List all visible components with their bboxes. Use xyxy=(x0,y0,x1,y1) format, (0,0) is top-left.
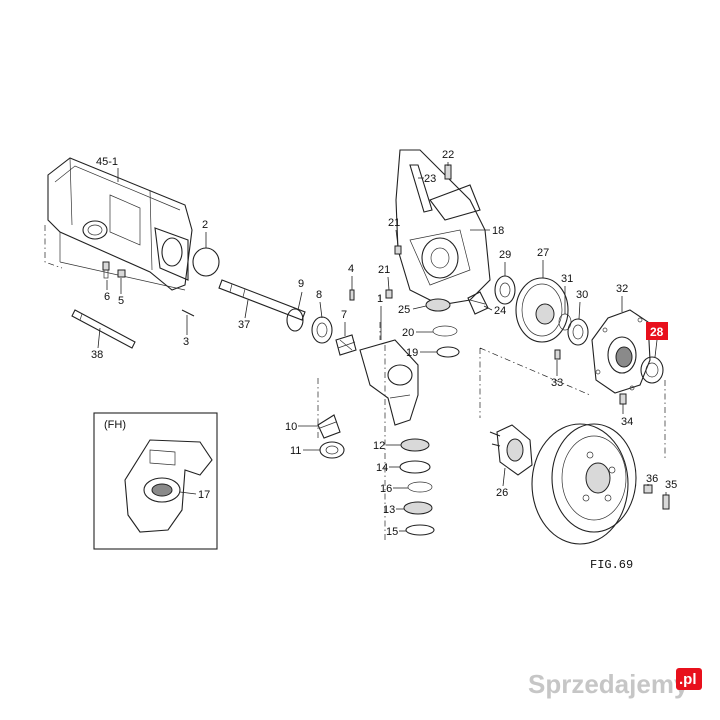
axle-housing-45-1 xyxy=(44,157,193,291)
label-12: 12 xyxy=(373,440,385,452)
snap-ring-31 xyxy=(558,313,572,331)
label-3: 3 xyxy=(183,336,189,348)
label-16: 16 xyxy=(380,483,392,495)
bolt-21-lower xyxy=(385,289,393,299)
label-37: 37 xyxy=(238,319,250,331)
o-ring-2 xyxy=(192,247,220,277)
label-10: 10 xyxy=(285,421,297,433)
shaft-37 xyxy=(218,279,306,321)
label-20: 20 xyxy=(402,327,414,339)
label-34: 34 xyxy=(621,416,633,428)
seal-14 xyxy=(399,460,431,474)
pin-3 xyxy=(181,309,195,317)
label-28: 28 xyxy=(650,325,664,339)
label-31: 31 xyxy=(561,273,573,285)
label-8: 8 xyxy=(316,289,322,301)
wheel-hub-26 xyxy=(489,424,533,476)
bolt-35 xyxy=(662,494,670,510)
label-33: 33 xyxy=(551,377,563,389)
bearing-29 xyxy=(494,275,516,305)
highlight-badge-28: 28 xyxy=(646,322,668,358)
label-18: 18 xyxy=(492,225,504,237)
bearing-13 xyxy=(403,501,433,515)
label-30: 30 xyxy=(576,289,588,301)
figure-label: FIG.69 xyxy=(590,558,633,572)
label-24: 24 xyxy=(494,305,506,317)
label-2: 2 xyxy=(202,219,208,231)
oil-seal-28 xyxy=(640,356,664,384)
bolt-22 xyxy=(444,164,452,180)
bevel-gear-7 xyxy=(335,334,357,356)
label-45-1: 45-1 xyxy=(96,156,118,168)
label-1: 1 xyxy=(377,293,383,305)
label-29: 29 xyxy=(499,249,511,261)
seal-15 xyxy=(405,524,435,536)
label-23: 23 xyxy=(424,173,436,185)
gear-case-18 xyxy=(379,149,491,540)
label-5: 5 xyxy=(118,295,124,307)
nut-5 xyxy=(117,269,126,278)
inset-label: (FH) xyxy=(104,419,126,431)
kingpin-housing-1 xyxy=(317,322,419,440)
inset-panel xyxy=(93,412,218,550)
pin-4 xyxy=(349,289,355,301)
label-27: 27 xyxy=(537,247,549,259)
label-36: 36 xyxy=(646,473,658,485)
bolt-21-upper xyxy=(394,245,402,255)
bearing-12 xyxy=(400,438,430,452)
bearing-30 xyxy=(567,318,589,346)
label-21-lower: 21 xyxy=(378,264,390,276)
label-13: 13 xyxy=(383,504,395,516)
label-35: 35 xyxy=(665,479,677,491)
label-7: 7 xyxy=(341,309,347,321)
label-15: 15 xyxy=(386,526,398,538)
label-26: 26 xyxy=(496,487,508,499)
ring-gear-27 xyxy=(515,277,569,343)
ring-19 xyxy=(436,346,460,358)
watermark-text: Sprzedajemy xyxy=(528,669,689,699)
label-32: 32 xyxy=(616,283,628,295)
snap-ring-16 xyxy=(407,481,433,493)
bearing-25 xyxy=(425,298,451,312)
label-6: 6 xyxy=(104,291,110,303)
part-labels: 45-1 2 6 5 3 37 38 9 8 4 7 1 10 11 12 14… xyxy=(91,149,677,538)
bevel-gear-10 xyxy=(317,414,341,439)
label-25: 25 xyxy=(398,304,410,316)
label-21-upper: 21 xyxy=(388,217,400,229)
nut-36 xyxy=(643,484,653,494)
label-4: 4 xyxy=(348,263,354,275)
watermark-logo: Sprzedajemy .pl xyxy=(528,668,702,699)
label-38: 38 xyxy=(91,349,103,361)
bearing-11 xyxy=(319,441,345,459)
snap-ring-9 xyxy=(286,308,304,332)
wheel-rim xyxy=(531,423,637,545)
pin-33 xyxy=(554,349,561,360)
final-cover-32 xyxy=(591,309,651,394)
washer-20 xyxy=(432,325,458,337)
bolt-6 xyxy=(102,261,110,279)
label-14: 14 xyxy=(376,462,388,474)
label-17: 17 xyxy=(198,489,210,501)
bearing-8 xyxy=(311,316,333,344)
label-19: 19 xyxy=(406,347,418,359)
shaft-23 xyxy=(409,164,433,213)
shaft-38 xyxy=(71,309,136,349)
label-9: 9 xyxy=(298,278,304,290)
label-22: 22 xyxy=(442,149,454,161)
bolt-34 xyxy=(619,393,627,405)
watermark-badge: .pl xyxy=(679,671,697,688)
label-11: 11 xyxy=(290,445,301,457)
pinion-gear-24 xyxy=(467,291,489,315)
